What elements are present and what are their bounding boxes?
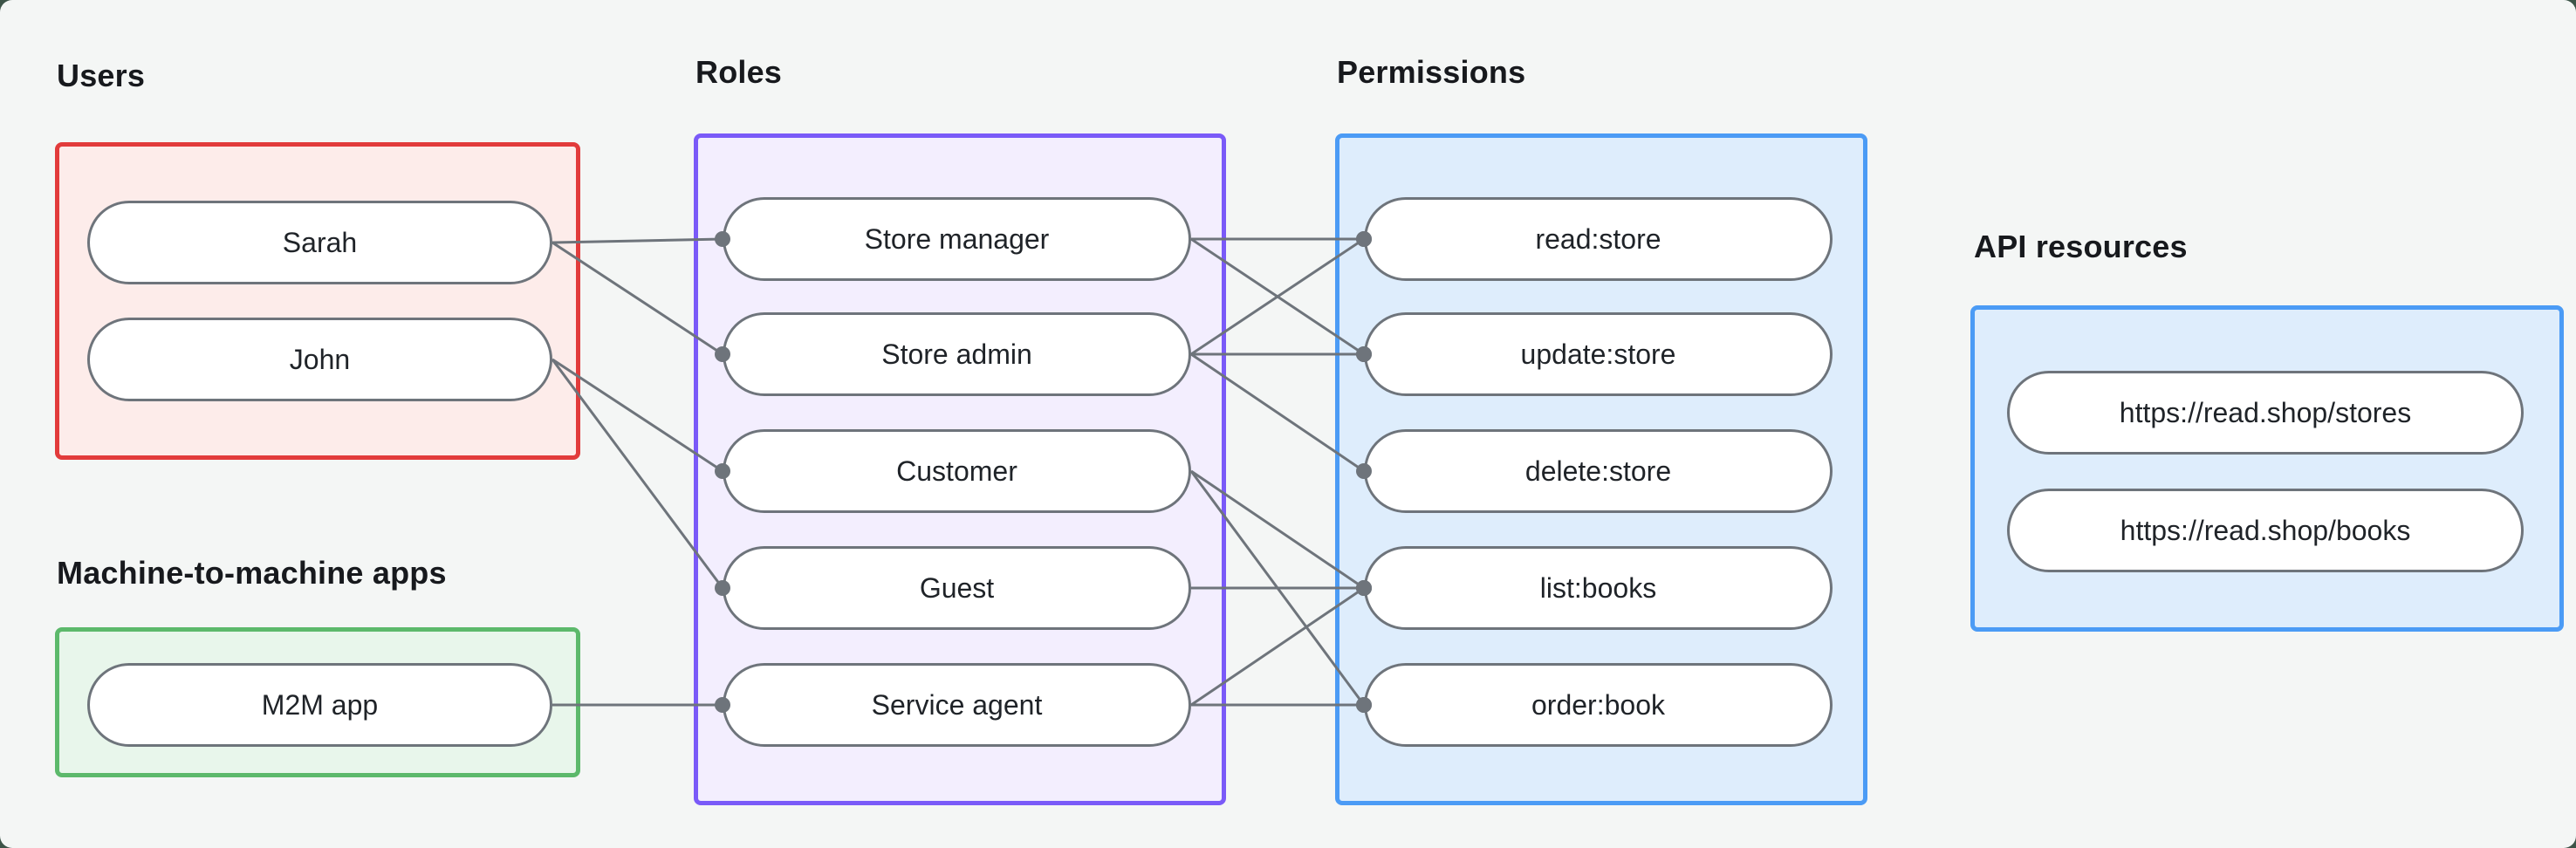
node-pill-update-store: update:store — [1364, 312, 1833, 396]
node-pill-sarah: Sarah — [87, 201, 552, 284]
node-pill-service-agent: Service agent — [723, 663, 1191, 747]
api-resources-group-label: API resources — [1974, 229, 2188, 264]
node-pill-delete-store: delete:store — [1364, 429, 1833, 513]
node-pill-read-store: read:store — [1364, 197, 1833, 281]
users-group-label: Users — [57, 58, 146, 93]
api-resources-group-box — [1970, 305, 2564, 632]
node-pill-store-admin: Store admin — [723, 312, 1191, 396]
node-pill-customer: Customer — [723, 429, 1191, 513]
node-pill-guest: Guest — [723, 546, 1191, 630]
node-pill-john: John — [87, 318, 552, 401]
node-pill-store-manager: Store manager — [723, 197, 1191, 281]
node-pill-books-api: https://read.shop/books — [2007, 489, 2524, 572]
users-group-box — [55, 142, 580, 460]
roles-group-label: Roles — [695, 54, 783, 90]
node-pill-order-book: order:book — [1364, 663, 1833, 747]
m2m-apps-group-label: Machine-to-machine apps — [57, 555, 447, 591]
node-pill-list-books: list:books — [1364, 546, 1833, 630]
node-pill-stores-api: https://read.shop/stores — [2007, 371, 2524, 455]
node-pill-m2m-app: M2M app — [87, 663, 552, 747]
permissions-group-label: Permissions — [1337, 54, 1526, 90]
